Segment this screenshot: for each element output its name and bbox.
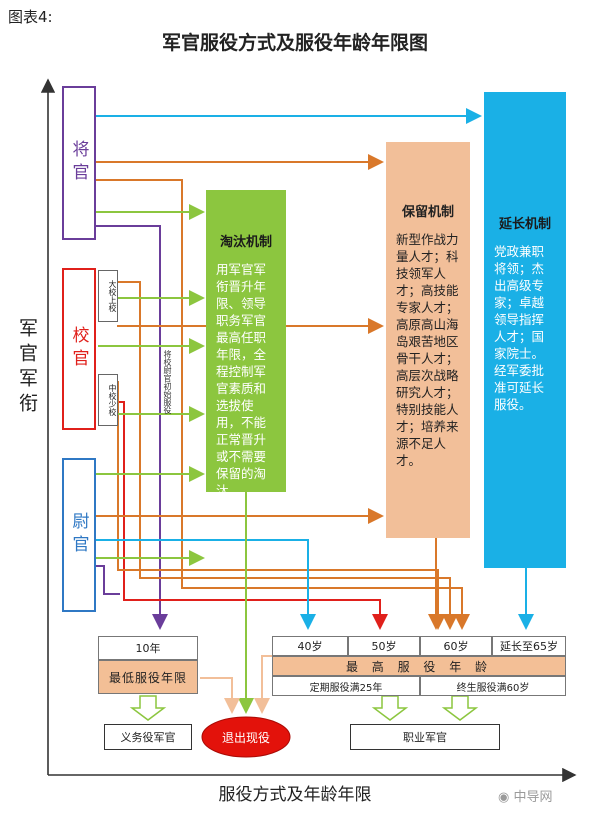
max-age-label: 最 高 服 役 年 龄 [272,656,566,676]
elimination-box: 淘汰机制 用军官军衔晋升年限、领导职务军官最高任职年限，全程控制军官素质和选拔使… [206,190,286,498]
retention-box: 保留机制 新型作战力量人才；科技领军人才；高技能专家人才；高原高山海岛艰苦地区骨… [386,142,470,538]
rank-company-label: 尉官 [68,512,89,558]
retire-ellipse [201,716,291,758]
watermark: ◉ 中导网 [498,790,553,805]
extension-box: 延长机制 党政兼职将领；杰出高级专家；卓越领导指挥人才；国家院士。经军委批准可延… [484,92,566,568]
tag-senior-field: 大校上校 [98,270,118,322]
retention-body: 新型作战力量人才；科技领军人才；高技能专家人才；高原高山海岛艰苦地区骨干人才；高… [396,232,459,468]
outcome-career: 职业军官 [350,724,500,750]
figure-label: 图表4: [8,8,53,26]
min-years-label: 最低服役年限 [98,660,198,694]
min-years-value: 10年 [98,636,198,660]
elimination-body: 用军官军衔晋升年限、领导职务军官最高任职年限，全程控制军官素质和选拔使用，不能正… [216,262,267,498]
retention-title: 保留机制 [401,205,454,220]
extension-body: 党政兼职将领；杰出高级专家；卓越领导指挥人才；国家院士。经军委批准可延长服役。 [494,244,545,412]
elimination-title: 淘汰机制 [219,235,272,250]
age-cell-60: 60岁 [420,636,492,656]
outcome-retire: 退出现役 [221,731,270,745]
outcome-conscript: 义务役军官 [104,724,192,750]
age-cell-65: 延长至65岁 [492,636,566,656]
rank-field-label: 校官 [68,326,89,372]
age-cell-50: 50岁 [348,636,420,656]
extension-title: 延长机制 [498,217,551,232]
y-axis-label: 军官军衔 [16,318,38,418]
age-cell-40: 40岁 [272,636,348,656]
term-fixed: 定期服役满25年 [272,676,420,696]
diagram-title: 军官服役方式及服役年龄年限图 [161,32,428,54]
term-lifetime: 终生服役满60岁 [420,676,566,696]
chat-bubble-icon: ◉ [498,790,510,805]
rank-general-box: 将官 [62,86,96,240]
initial-service-note: 将校尉官初始服役 [163,350,172,414]
x-axis-label: 服役方式及年龄年限 [218,785,372,805]
rank-field-box: 校官 [62,268,96,430]
rank-company-box: 尉官 [62,458,96,612]
rank-general-label: 将官 [68,140,89,186]
tag-junior-field: 中校少校 [98,374,118,426]
